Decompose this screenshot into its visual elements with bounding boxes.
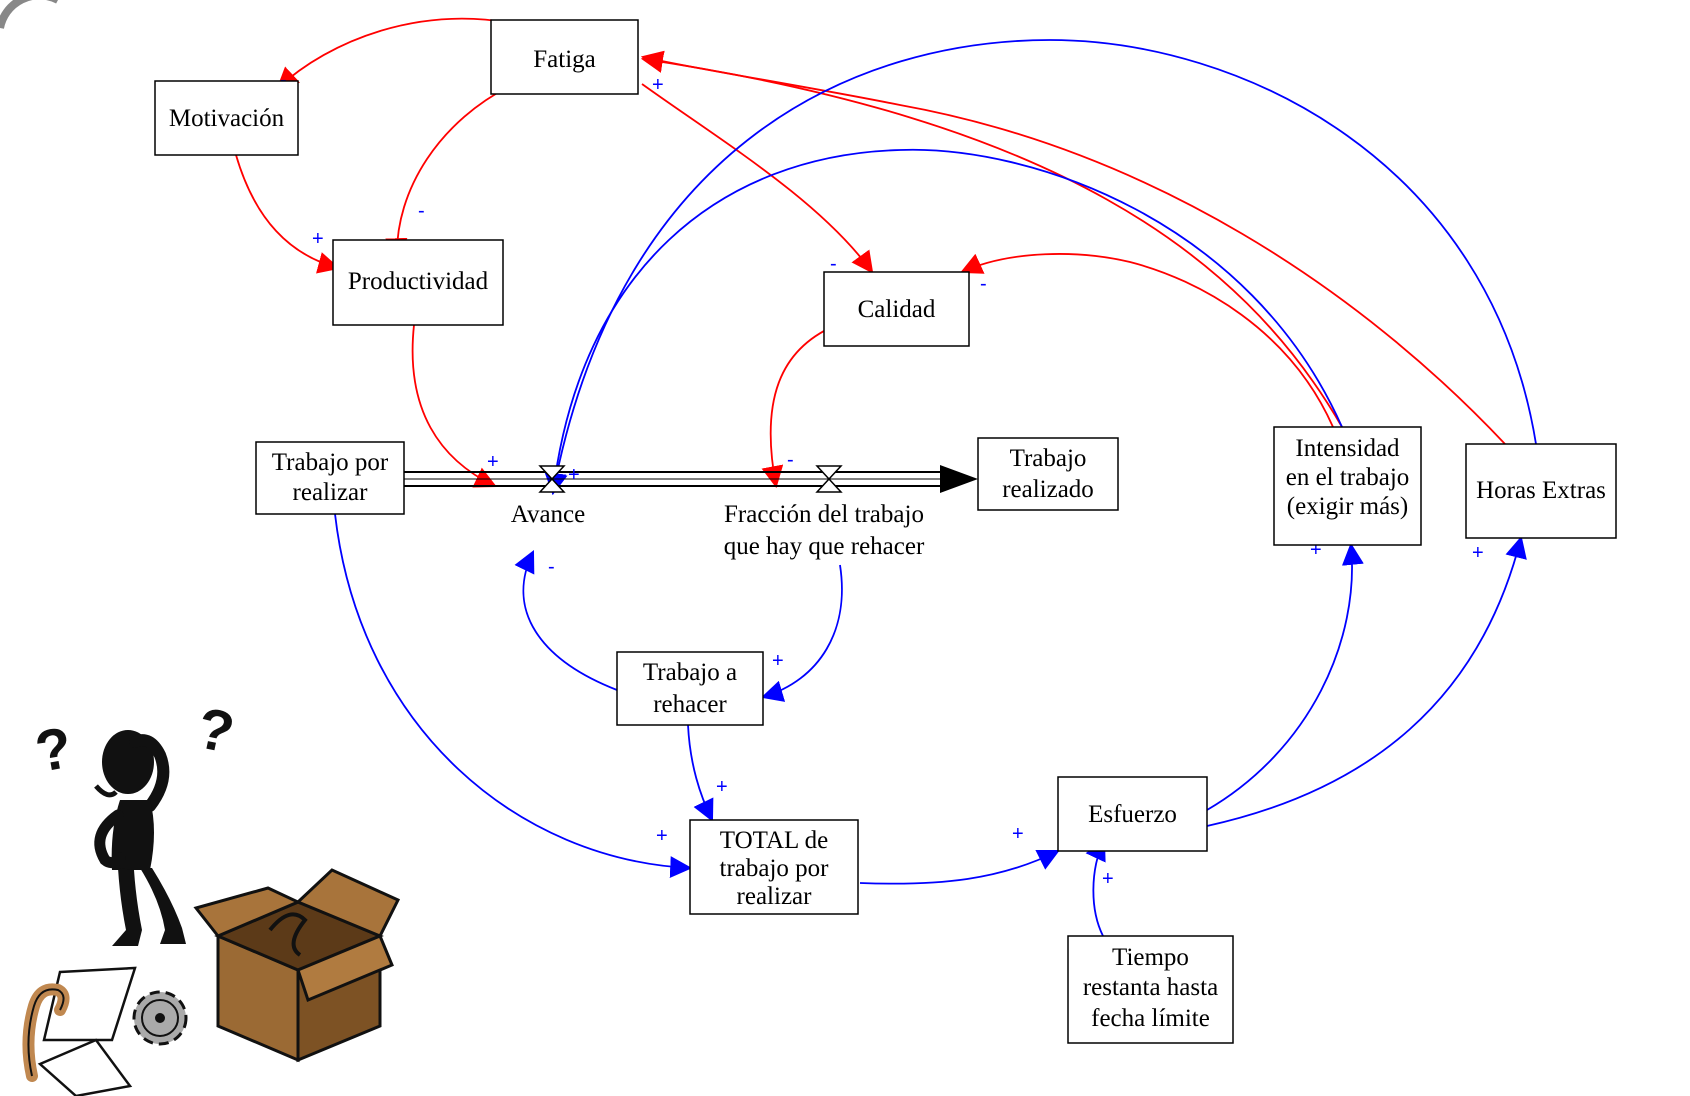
node-label-line-3: fecha límite: [1091, 1005, 1210, 1032]
sign-trabajo-total: +: [656, 825, 668, 847]
link-esfuerzo-horas: [1206, 535, 1527, 827]
node-trabajo-a-rehacer[interactable]: Trabajo a rehacer: [616, 651, 764, 726]
node-label: Calidad: [858, 296, 936, 323]
node-label-line-2: restanta hasta: [1083, 974, 1218, 1001]
node-label-line-1: Trabajo: [1010, 445, 1087, 472]
node-label: Fatiga: [533, 46, 596, 73]
node-label-line-1: Trabajo a: [643, 659, 737, 686]
link-intensidad-calidad: [959, 253, 1334, 428]
node-esfuerzo[interactable]: Esfuerzo: [1057, 776, 1208, 852]
link-total-esfuerzo: [859, 850, 1060, 885]
node-motivacion[interactable]: Motivación: [154, 80, 299, 156]
sign-esfuerzo-horas: +: [1472, 542, 1484, 564]
node-tiempo[interactable]: Tiempo restanta hasta fecha límite: [1067, 935, 1234, 1044]
node-label-line-1: Trabajo por: [272, 449, 389, 476]
node-calidad[interactable]: Calidad: [823, 271, 970, 347]
link-productividad-avance: [411, 324, 497, 488]
link-horas-fatiga: [640, 50, 1506, 445]
sign-rehacer-total: +: [716, 776, 728, 798]
node-label-line-2: realizado: [1002, 476, 1094, 503]
node-fatiga[interactable]: Fatiga: [490, 19, 639, 95]
node-intensidad[interactable]: Intensidad en el trabajo (exigir más): [1273, 426, 1422, 546]
link-intensidad-fatiga: [640, 51, 1343, 428]
link-fatiga-motivacion: [276, 17, 517, 90]
node-label-line-3: (exigir más): [1287, 493, 1408, 520]
link-fatiga-calidad: [641, 83, 874, 274]
sign-intensidad-avance: +: [568, 464, 580, 486]
link-rehacer-avance: [514, 550, 618, 691]
node-horas-extras[interactable]: Horas Extras: [1465, 443, 1617, 539]
confused-person-with-box-icon: ? ?: [22, 695, 401, 1096]
node-total[interactable]: TOTAL de trabajo por realizar: [689, 819, 859, 915]
flow-arrowhead-icon: [940, 465, 978, 493]
node-label-line-2: realizar: [293, 479, 369, 506]
link-trabajo-total: [334, 513, 693, 879]
node-label-line-3: realizar: [737, 883, 813, 910]
sign-fraccion-rehacer: +: [772, 650, 784, 672]
node-label: Productividad: [348, 268, 489, 295]
sign-esfuerzo-intensidad: +: [1310, 539, 1322, 561]
sign-calidad-fraccion: -: [787, 449, 794, 471]
sign-total-esfuerzo: +: [1012, 823, 1024, 845]
sign-fatiga-productividad: -: [418, 200, 425, 222]
node-label-line-2: trabajo por: [720, 855, 830, 882]
link-fraccion-rehacer: [760, 564, 843, 702]
sign-fatiga-calidad: +: [652, 74, 664, 96]
flow-pipe: [404, 465, 978, 493]
sign-rehacer-avance: -: [548, 556, 555, 578]
question-mark-left-icon: ?: [31, 715, 77, 785]
sign-motivacion-productividad: +: [312, 228, 324, 250]
link-rehacer-total: [687, 724, 714, 822]
node-label-line-2: rehacer: [653, 691, 727, 718]
node-label: Motivación: [169, 105, 285, 132]
sign-intensidad-calidad: -: [980, 273, 987, 295]
node-label: Horas Extras: [1476, 477, 1606, 504]
node-trabajo-por-realizar[interactable]: Trabajo por realizar: [255, 441, 405, 515]
sign-productividad-avance: +: [487, 451, 499, 473]
link-fatiga-productividad: [385, 83, 515, 261]
link-esfuerzo-intensidad: [1206, 542, 1364, 811]
flow-label-avance: Avance: [511, 501, 586, 528]
corner-circle-icon: [0, 0, 58, 29]
node-label-line-1: Tiempo: [1112, 944, 1189, 971]
node-label-line-2: en el trabajo: [1286, 464, 1410, 491]
node-label: Esfuerzo: [1088, 801, 1177, 828]
valve-avance-icon: [538, 465, 566, 493]
node-label-line-1: TOTAL de: [720, 827, 828, 854]
sign-tiempo-esfuerzo: +: [1102, 868, 1114, 890]
flow-label-fraccion-line-2: que hay que rehacer: [724, 533, 925, 560]
node-label-line-1: Intensidad: [1295, 435, 1400, 462]
node-productividad[interactable]: Productividad: [332, 239, 504, 326]
node-trabajo-realizado[interactable]: Trabajo realizado: [977, 437, 1119, 511]
flow-label-fraccion-line-1: Fracción del trabajo: [724, 501, 924, 528]
valve-fraccion-icon: [815, 465, 843, 493]
link-motivacion-productividad: [235, 154, 341, 274]
sign-fatiga-motivacion: -: [280, 69, 287, 91]
link-calidad-fraccion: [761, 325, 835, 489]
link-horas-avance: [545, 39, 1537, 496]
question-mark-right-icon: ?: [192, 695, 240, 766]
sign-calidad-side: -: [830, 253, 837, 275]
